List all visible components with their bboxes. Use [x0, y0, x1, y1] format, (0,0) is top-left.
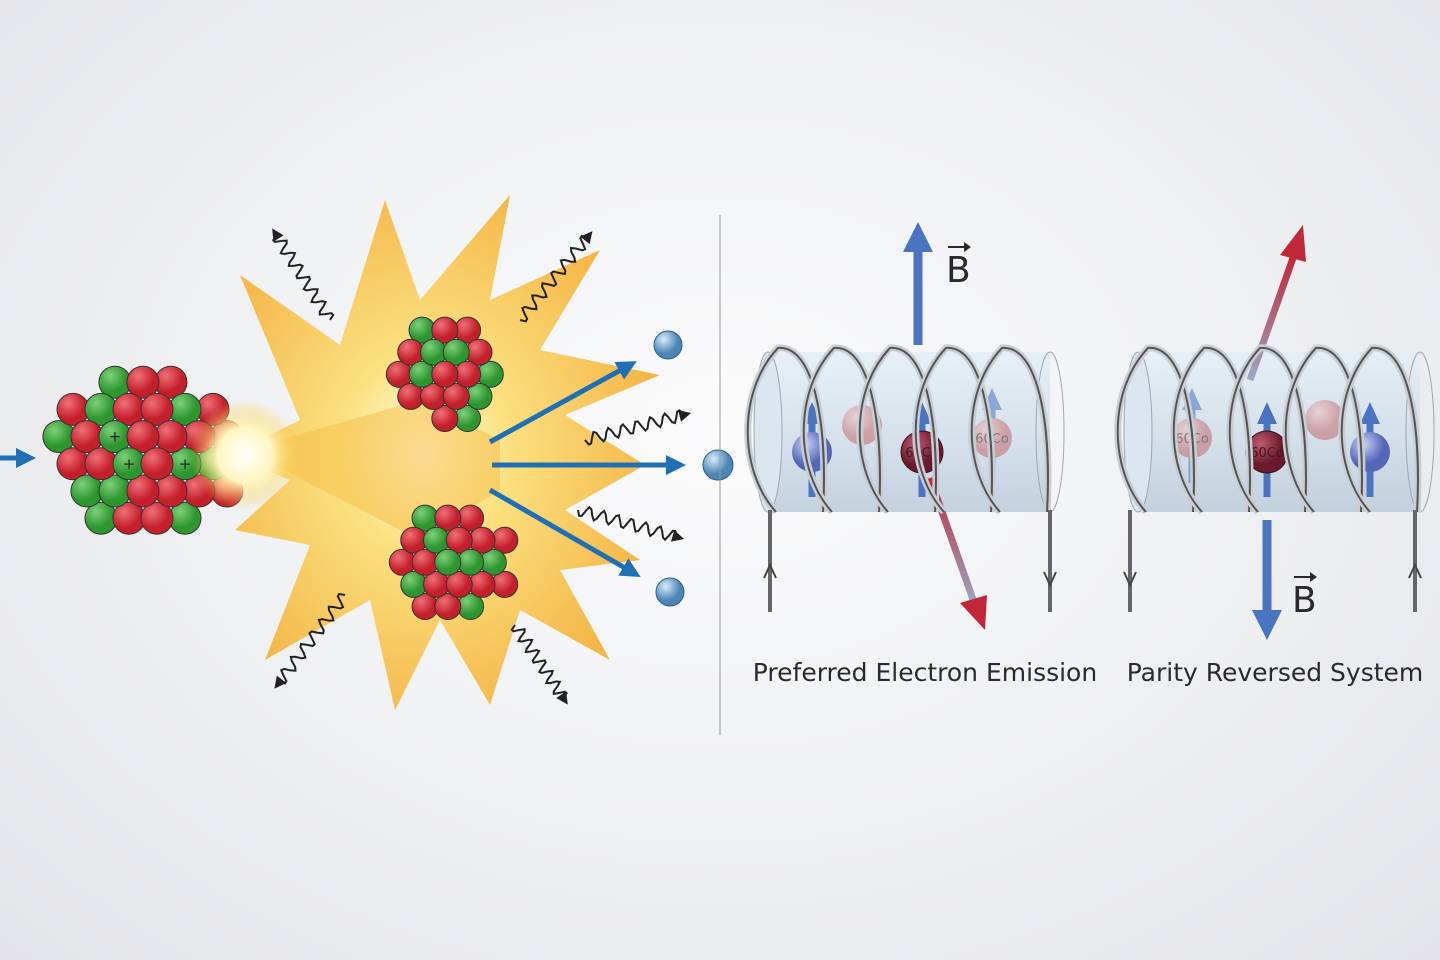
- neutron: [457, 548, 485, 576]
- proton: [434, 593, 462, 620]
- field-label-b-reversed: B: [1292, 572, 1317, 621]
- proton: [434, 504, 462, 532]
- gamma-ray-wave: [271, 234, 335, 321]
- proton: [140, 501, 174, 535]
- gamma-ray-wave: [519, 234, 588, 323]
- explosion-beam: [245, 400, 500, 540]
- gamma-ray-wave: [279, 592, 346, 685]
- fragment-nucleus-top: [385, 316, 504, 432]
- proton: [126, 365, 160, 399]
- collision-flash: [190, 400, 300, 510]
- field-label-b: B: [946, 242, 971, 291]
- electron-arrow: [488, 361, 637, 445]
- caption-parity-reversed-system: Parity Reversed System: [1126, 658, 1424, 687]
- emission-arrow-up: [1246, 256, 1297, 382]
- proton: [454, 360, 482, 388]
- cobalt-label: 60Co: [1250, 446, 1284, 461]
- particle-mark: +: [123, 455, 136, 473]
- electron: [653, 330, 683, 360]
- proton: [442, 382, 470, 410]
- caption-preferred-electron-emission: Preferred Electron Emission: [752, 658, 1098, 687]
- proton: [445, 570, 473, 598]
- gamma-ray-wave: [510, 624, 568, 699]
- neutron: [442, 338, 470, 366]
- gamma-ray-wave: [584, 409, 685, 446]
- gamma-ray-wave: [577, 505, 678, 542]
- cobalt-nucleus: 60Co: [1245, 402, 1289, 497]
- proton: [431, 316, 459, 344]
- neutron: [434, 548, 462, 576]
- electron-arrow: [488, 487, 641, 578]
- proton: [140, 447, 174, 481]
- proton: [431, 360, 459, 388]
- emitted-electron-arrows: [488, 361, 686, 578]
- electron: [702, 449, 734, 481]
- proton: [431, 405, 459, 432]
- fragment-nucleus-bottom: [388, 504, 519, 620]
- proton: [126, 474, 160, 508]
- particle-mark: +: [179, 455, 192, 473]
- proton: [126, 420, 160, 454]
- spin-particle: [1305, 400, 1345, 440]
- proton: [140, 392, 174, 426]
- electron: [655, 577, 685, 607]
- proton: [445, 526, 473, 554]
- particle-mark: +: [109, 428, 122, 446]
- gamma-ray-group: [271, 228, 692, 705]
